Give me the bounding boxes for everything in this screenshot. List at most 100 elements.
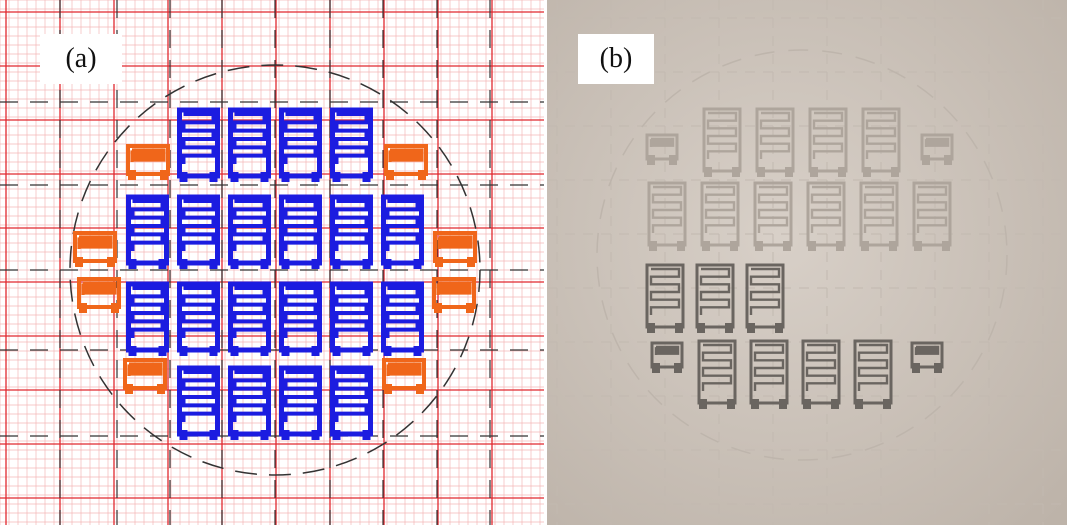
orange-device [382,358,426,394]
etched-device-frame [700,181,740,247]
blue-device [126,194,169,269]
etched-device [755,107,795,177]
orange-device [73,231,117,267]
wafer-photo-drawing [547,0,1067,525]
orange-device-meander [130,148,166,162]
blue-device [228,194,271,269]
etched-device-pad-left [808,241,816,251]
etched-small-device-pad-left [912,363,920,373]
blue-device-pad-left [179,430,188,440]
orange-device-pad-right [416,384,424,394]
blue-device-frame [279,107,322,179]
panel-b-label: (b) [578,34,654,84]
orange-device-frame [73,231,117,263]
blue-device-pad-right [158,259,167,269]
blue-device-pad-left [179,172,188,182]
blue-device-pad-right [413,346,422,356]
blue-device-meander [130,286,165,338]
etched-small-device-pad-right [669,155,677,165]
etched-device-pad-left [861,241,869,251]
blue-device [177,281,220,356]
blue-device-pad-right [311,172,320,182]
blue-device-pad-right [362,172,371,182]
etched-device-pad-right [783,241,791,251]
blue-device [330,194,373,269]
etched-device-pad-right [942,241,950,251]
blue-device-frame [177,107,220,179]
etched-device-frame [808,107,848,173]
etched-small-device-pad-left [647,155,655,165]
blue-device-pad-right [362,259,371,269]
etched-device [645,263,685,333]
etched-device-meander [649,267,681,315]
orange-device-pad-left [79,303,87,313]
etched-device-meander [699,267,731,315]
orange-device [126,144,170,180]
orange-device-pad-left [434,303,442,313]
blue-device-frame [279,194,322,266]
blue-device [381,194,424,269]
orange-device-meander [388,148,424,162]
etched-small-device-meander [924,137,950,147]
blue-device-frame [330,281,373,353]
orange-device [433,231,477,267]
blue-device [177,107,220,182]
orange-device-pad-left [435,257,443,267]
blue-device [279,281,322,356]
photo-grid [547,0,1067,525]
blue-device [177,194,220,269]
etched-device [808,107,848,177]
blue-devices [126,107,424,440]
etched-small-device-pad-left [652,363,660,373]
etched-device-pad-left [702,241,710,251]
etched-small-device [645,133,679,165]
blue-device-meander [334,286,369,338]
etched-small-device-pad-right [944,155,952,165]
etched-device-frame [861,107,901,173]
orange-device-meander [437,235,473,249]
blue-device-meander [232,286,267,338]
orange-device-frame [77,277,121,309]
blue-device [228,365,271,440]
etched-device-pad-right [883,399,891,409]
etched-device [695,263,735,333]
etched-device-frame [801,339,841,405]
etched-device-meander [759,111,791,159]
etched-device-frame [912,181,952,247]
etched-device-pad-right [732,167,740,177]
wafer-layout-drawing [0,0,544,525]
orange-device-frame [123,358,167,390]
etched-device-meander [857,343,889,391]
blue-device [228,107,271,182]
panel-a-layout [0,0,544,525]
wafer-outline [69,64,481,476]
orange-devices [73,144,477,394]
blue-device-frame [126,194,169,266]
etched-device-frame [695,263,735,329]
panel-a-label: (a) [40,34,122,84]
blue-device-pad-right [260,430,269,440]
blue-device-pad-left [128,259,137,269]
etched-device-frame [749,339,789,405]
blue-device-pad-left [332,259,341,269]
etched-device-meander [651,185,683,233]
blue-device-pad-left [230,259,239,269]
blue-device-meander [232,199,267,251]
etched-device-pad-left [649,241,657,251]
blue-device-frame [381,281,424,353]
etched-device-pad-left [863,167,871,177]
etched-small-device-frame [650,341,684,369]
blue-device-pad-left [281,172,290,182]
blue-device-pad-left [179,346,188,356]
etched-device-meander [916,185,948,233]
blue-device-meander [385,286,420,338]
etched-device-pad-right [831,399,839,409]
blue-device-frame [177,365,220,437]
orange-device-pad-left [386,170,394,180]
etched-device-meander [805,343,837,391]
etched-small-device-pad-left [922,155,930,165]
blue-device [381,281,424,356]
blue-device-frame [228,194,271,266]
blue-device-pad-left [332,346,341,356]
orange-device-meander [81,281,117,295]
